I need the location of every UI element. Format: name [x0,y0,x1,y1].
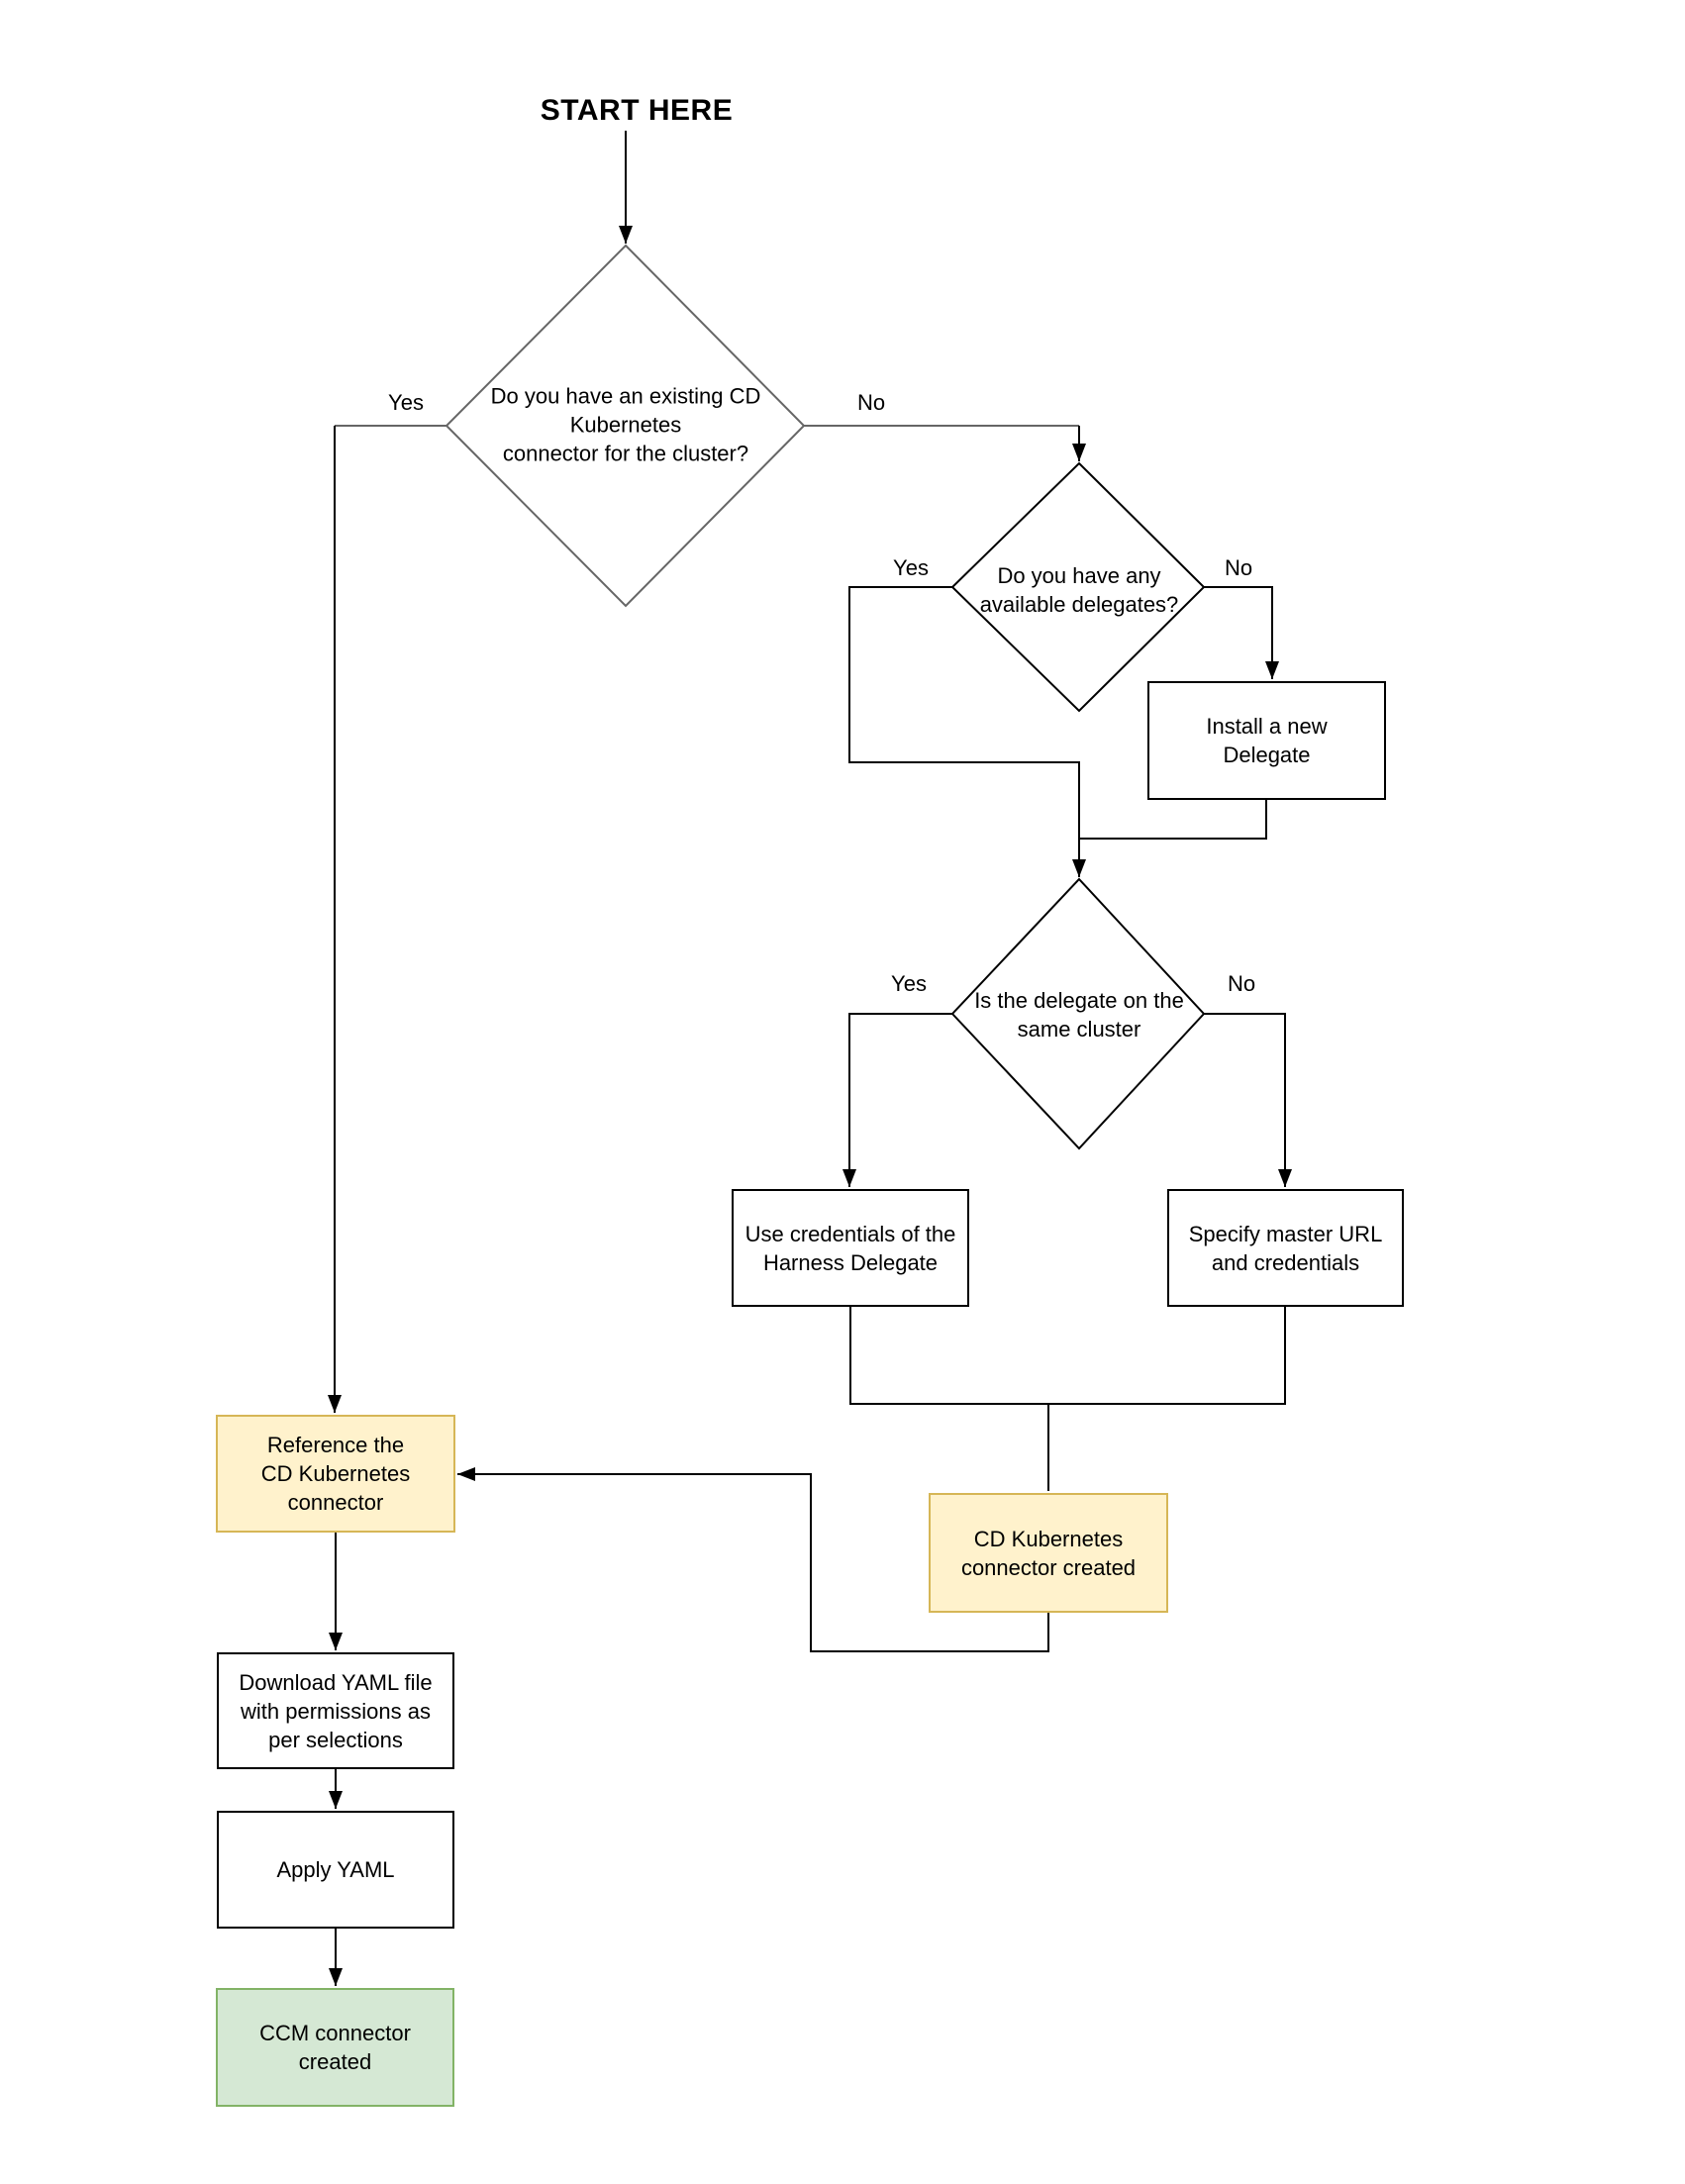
connector-decision2-no-to-install [1204,586,1279,679]
connector-cd-created-to-reference [457,1467,1049,1652]
specify-master-url-box: Specify master URL and credentials [1167,1189,1404,1307]
start-here-label: START HERE [540,94,734,127]
decision-available-delegates-diamond [950,461,1206,713]
decision-existing-connector-diamond [445,244,806,608]
decision-same-cluster-diamond [950,877,1206,1150]
reference-connector-box: Reference the CD Kubernetes connector [216,1415,455,1533]
connector-decision2-yes-to-decision3 [848,586,1086,877]
decision1-yes-label: Yes [388,390,424,415]
install-delegate-box: Install a new Delegate [1147,681,1386,800]
download-yaml-box: Download YAML file with permissions as p… [217,1652,454,1769]
decision3-no-label: No [1227,971,1256,996]
connector-decision3-no-to-specify-master [1204,1013,1292,1187]
connector-install-to-decision3 [1079,800,1267,840]
connector-decision3-yes-to-use-credentials [842,1013,952,1187]
decision3-yes-label: Yes [891,971,927,996]
decision-same-cluster-text: Is the delegate on the same cluster [974,988,1184,1042]
cd-connector-created-box: CD Kubernetes connector created [929,1493,1168,1613]
decision-available-delegates-text: Do you have any available delegates? [979,563,1179,617]
use-credentials-box: Use credentials of the Harness Delegate [732,1189,969,1307]
connector-credentials-merge [849,1307,1286,1405]
ccm-connector-created-box: CCM connector created [216,1988,454,2107]
decision-existing-connector-text: Do you have an existing CD Kubernetes co… [490,383,761,466]
decision2-yes-label: Yes [893,555,929,580]
apply-yaml-box: Apply YAML [217,1811,454,1929]
decision2-no-label: No [1224,555,1253,580]
decision1-no-label: No [856,390,886,415]
